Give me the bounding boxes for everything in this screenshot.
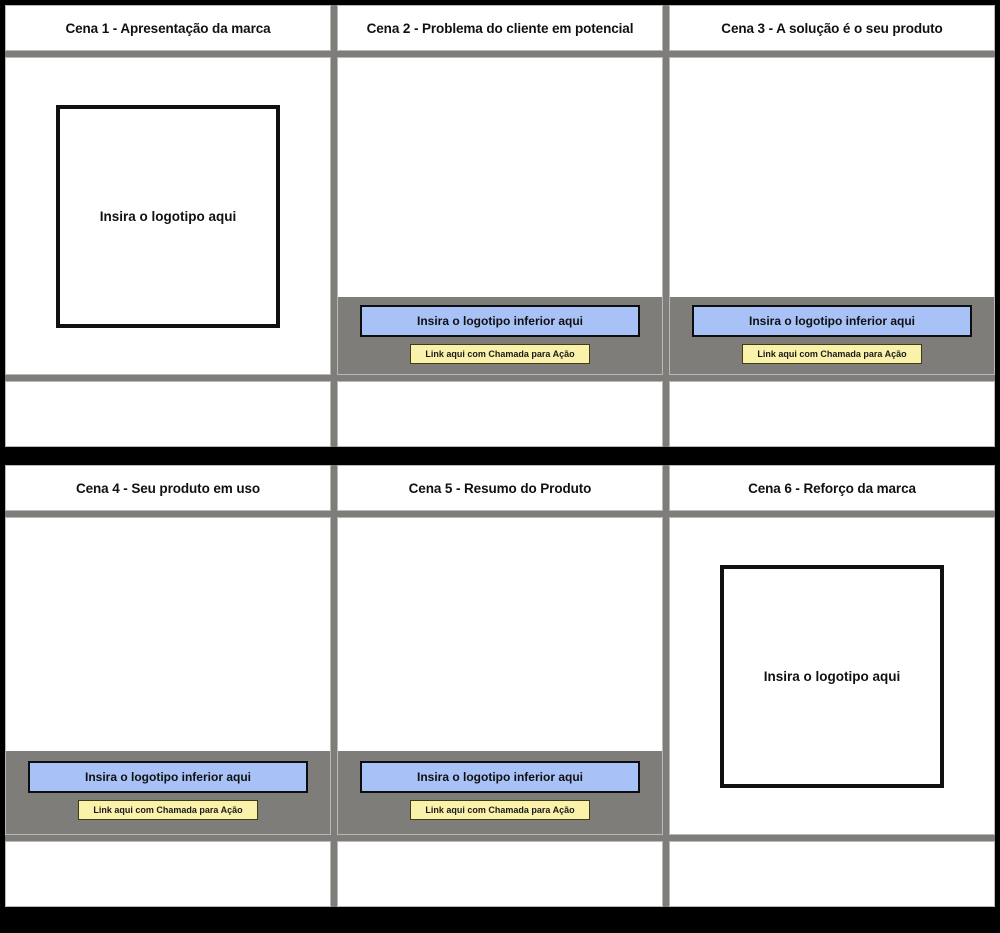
scene-1-title: Cena 1 - Apresentação da marca: [5, 5, 331, 51]
scene-3-frame[interactable]: Insira o logotipo inferior aqui Link aqu…: [669, 57, 995, 375]
scene-4-footer: Insira o logotipo inferior aqui Link aqu…: [6, 751, 330, 834]
scene-3-cta-link[interactable]: Link aqui com Chamada para Ação: [742, 344, 922, 364]
scene-2-frame[interactable]: Insira o logotipo inferior aqui Link aqu…: [337, 57, 663, 375]
scene-3-title: Cena 3 - A solução é o seu produto: [669, 5, 995, 51]
scene-4[interactable]: Cena 4 - Seu produto em uso Insira o log…: [5, 465, 331, 907]
scene-2-cta-link[interactable]: Link aqui com Chamada para Ação: [410, 344, 590, 364]
scene-1-notes[interactable]: [5, 381, 331, 447]
scene-5[interactable]: Cena 5 - Resumo do Produto Insira o logo…: [337, 465, 663, 907]
scene-6-canvas[interactable]: Insira o logotipo aqui: [670, 518, 994, 834]
storyboard-row-1-inner: Cena 1 - Apresentação da marca Insira o …: [5, 5, 995, 447]
scene-6-notes[interactable]: [669, 841, 995, 907]
scene-6-logo-placeholder[interactable]: Insira o logotipo aqui: [720, 564, 944, 788]
scene-2-lower-logo-placeholder[interactable]: Insira o logotipo inferior aqui: [360, 305, 640, 337]
scene-5-frame[interactable]: Insira o logotipo inferior aqui Link aqu…: [337, 517, 663, 835]
scene-3-footer: Insira o logotipo inferior aqui Link aqu…: [670, 297, 994, 374]
scene-3-lower-logo-placeholder[interactable]: Insira o logotipo inferior aqui: [692, 305, 972, 337]
scene-4-canvas[interactable]: [6, 518, 330, 751]
scene-5-lower-logo-placeholder[interactable]: Insira o logotipo inferior aqui: [360, 761, 640, 793]
scene-2-footer: Insira o logotipo inferior aqui Link aqu…: [338, 297, 662, 374]
scene-4-notes[interactable]: [5, 841, 331, 907]
storyboard-row-1: Cena 1 - Apresentação da marca Insira o …: [0, 0, 1000, 452]
scene-2[interactable]: Cena 2 - Problema do cliente em potencia…: [337, 5, 663, 447]
storyboard-row-2-inner: Cena 4 - Seu produto em uso Insira o log…: [5, 465, 995, 907]
scene-1-canvas[interactable]: Insira o logotipo aqui: [6, 58, 330, 374]
scene-6-title: Cena 6 - Reforço da marca: [669, 465, 995, 511]
scene-5-notes[interactable]: [337, 841, 663, 907]
scene-1-frame[interactable]: Insira o logotipo aqui: [5, 57, 331, 375]
scene-1-logo-placeholder[interactable]: Insira o logotipo aqui: [56, 104, 280, 328]
scene-2-notes[interactable]: [337, 381, 663, 447]
scene-3[interactable]: Cena 3 - A solução é o seu produto Insir…: [669, 5, 995, 447]
scene-2-canvas[interactable]: [338, 58, 662, 297]
scene-6-frame[interactable]: Insira o logotipo aqui: [669, 517, 995, 835]
scene-5-cta-link[interactable]: Link aqui com Chamada para Ação: [410, 800, 590, 820]
scene-4-lower-logo-placeholder[interactable]: Insira o logotipo inferior aqui: [28, 761, 308, 793]
scene-4-title: Cena 4 - Seu produto em uso: [5, 465, 331, 511]
scene-3-canvas[interactable]: [670, 58, 994, 297]
scene-1[interactable]: Cena 1 - Apresentação da marca Insira o …: [5, 5, 331, 447]
scene-3-notes[interactable]: [669, 381, 995, 447]
scene-2-title: Cena 2 - Problema do cliente em potencia…: [337, 5, 663, 51]
scene-5-title: Cena 5 - Resumo do Produto: [337, 465, 663, 511]
scene-6[interactable]: Cena 6 - Reforço da marca Insira o logot…: [669, 465, 995, 907]
scene-4-frame[interactable]: Insira o logotipo inferior aqui Link aqu…: [5, 517, 331, 835]
storyboard-row-2: Cena 4 - Seu produto em uso Insira o log…: [0, 460, 1000, 912]
scene-4-cta-link[interactable]: Link aqui com Chamada para Ação: [78, 800, 258, 820]
scene-5-footer: Insira o logotipo inferior aqui Link aqu…: [338, 751, 662, 834]
scene-5-canvas[interactable]: [338, 518, 662, 751]
